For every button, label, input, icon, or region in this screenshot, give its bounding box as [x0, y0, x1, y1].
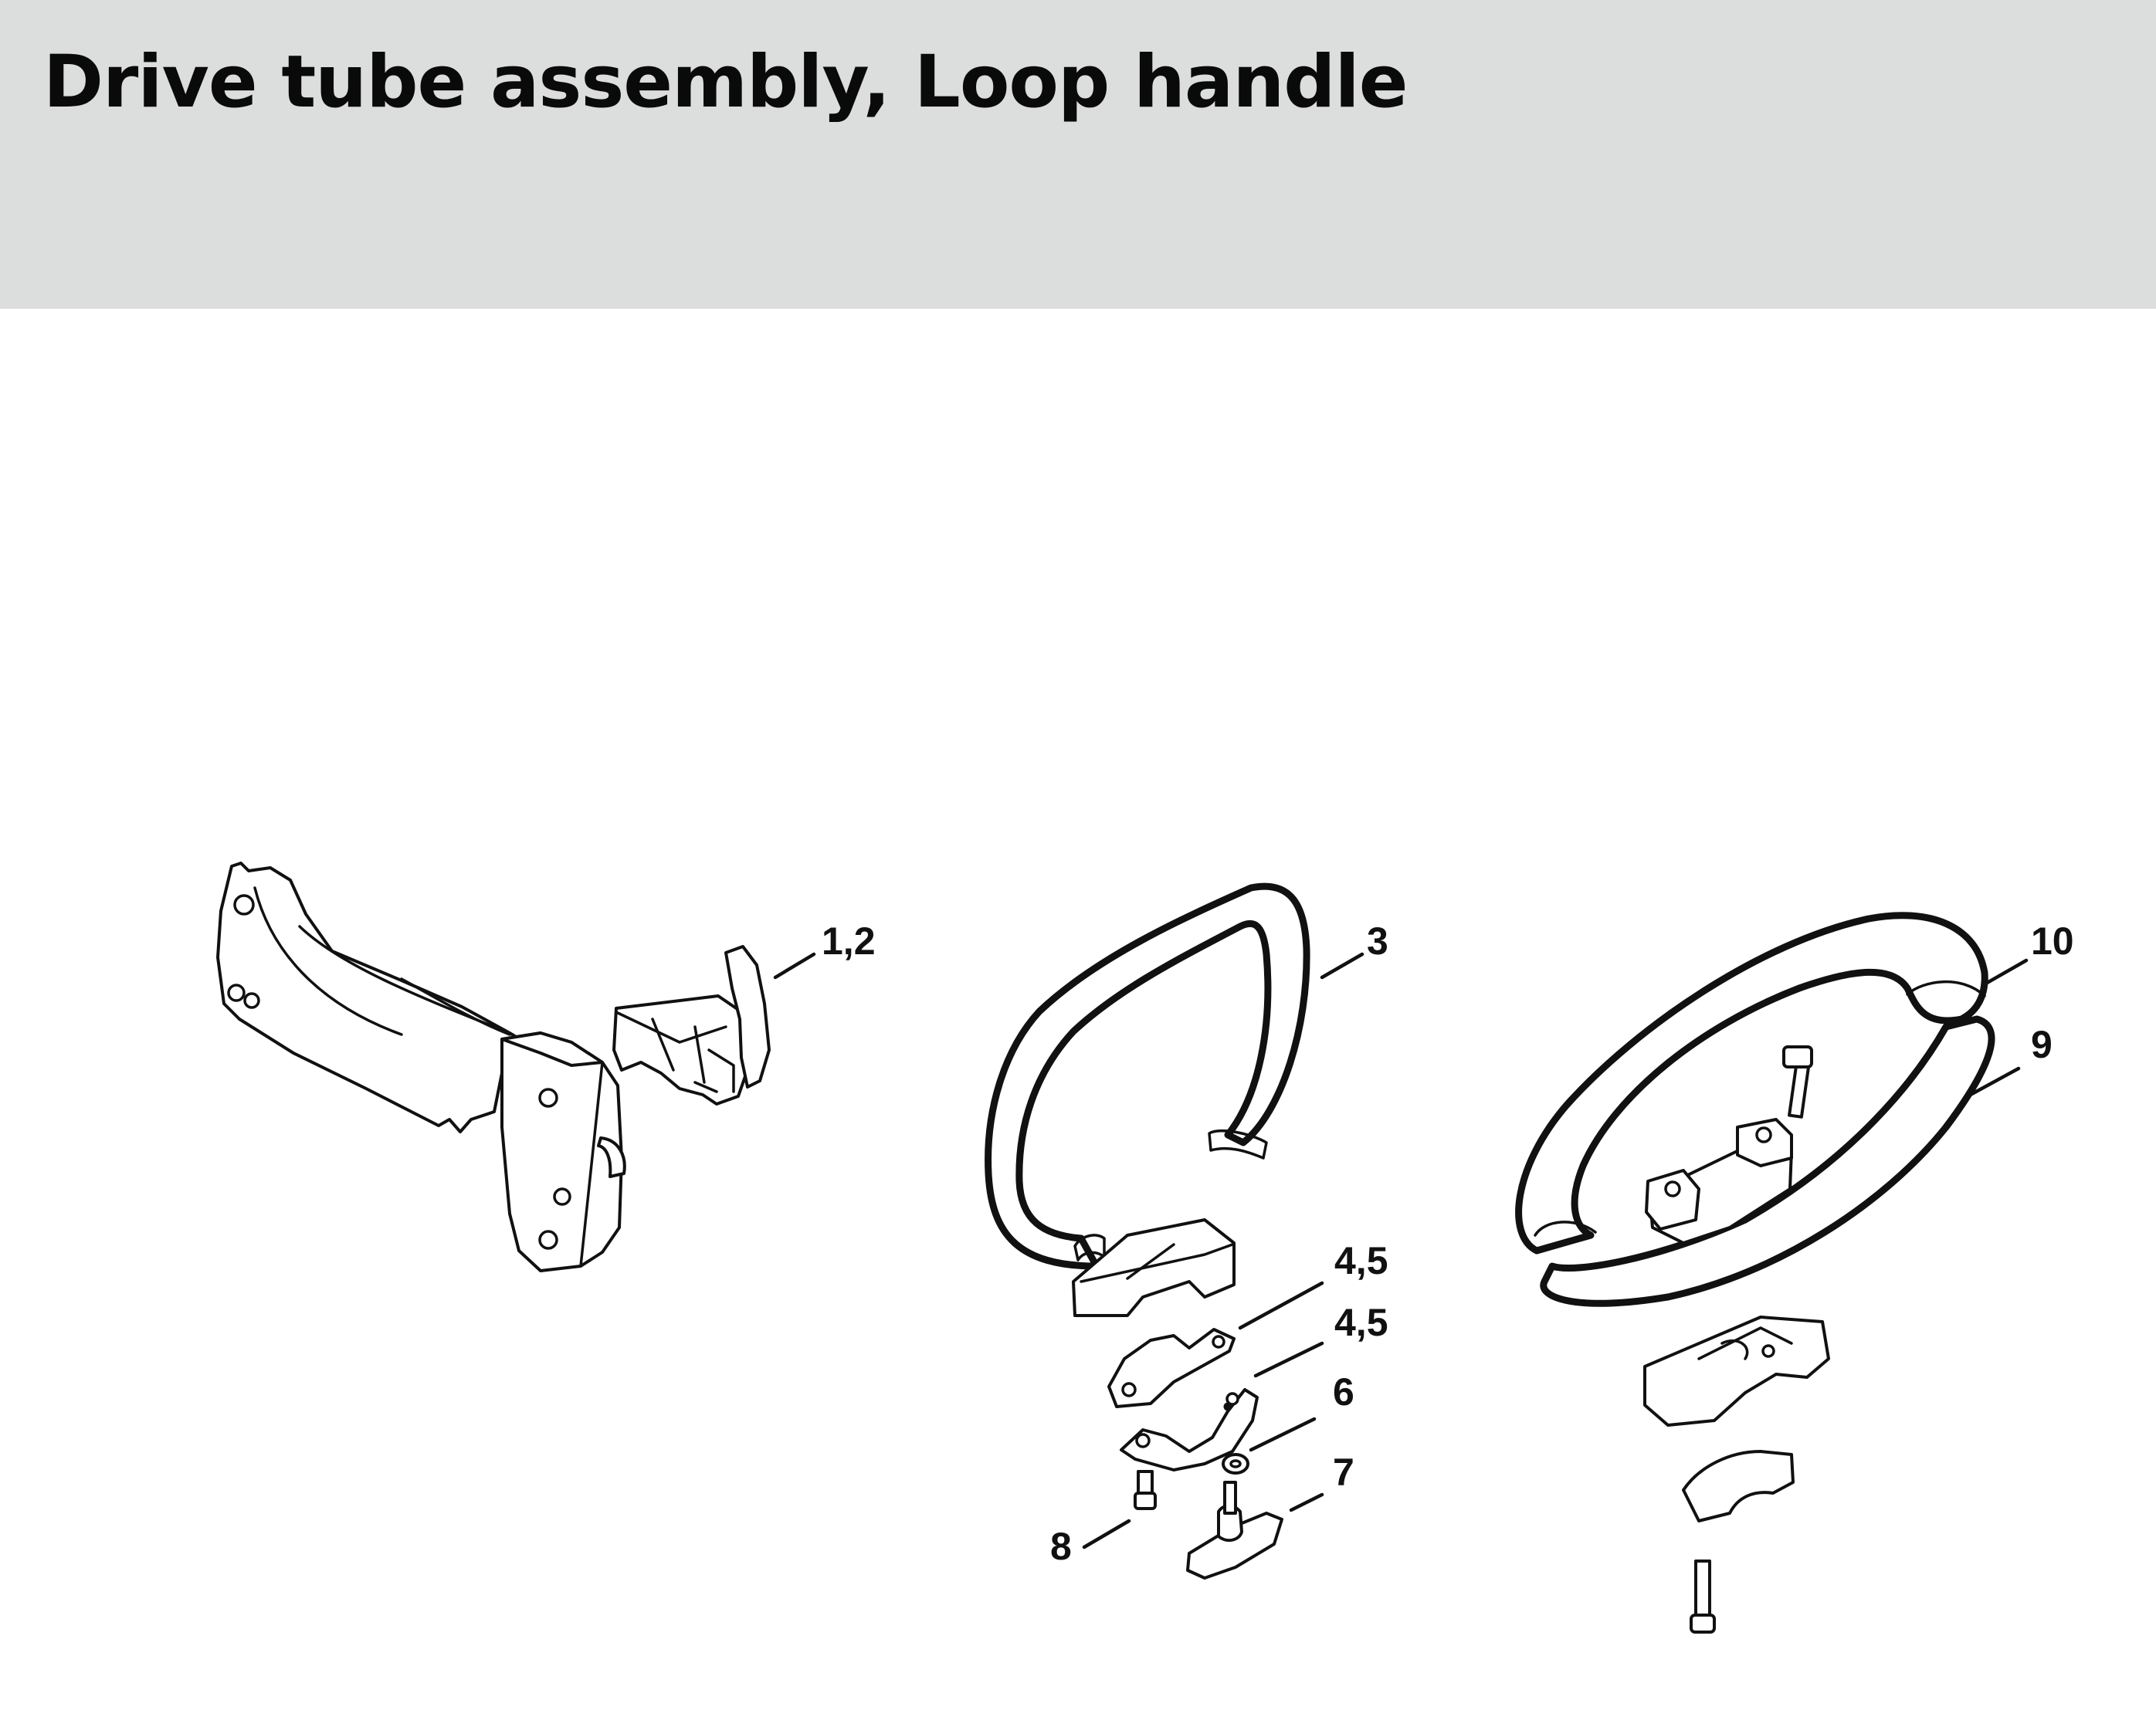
- callout-label: 6: [1333, 1370, 1354, 1414]
- handle-housing: [216, 862, 626, 1272]
- callout-label: 9: [2031, 1023, 2053, 1066]
- clamp-assembly-part-9: [1645, 1045, 1813, 1245]
- header-banner: Drive tube assembly, Loop handle: [0, 0, 2156, 309]
- callout-label: 4,5: [1334, 1301, 1388, 1344]
- loop-handle-part-3: [985, 882, 1310, 1317]
- clamp-bottom-part: [1643, 1316, 1830, 1634]
- callout-label: 10: [2031, 919, 2074, 963]
- clamp-part-1-2: [612, 945, 771, 1106]
- callout-label: 3: [1367, 919, 1388, 963]
- callout-label: 4,5: [1334, 1239, 1388, 1282]
- screw-part-8: [1134, 1470, 1157, 1510]
- page-title: Drive tube assembly, Loop handle: [43, 40, 1409, 124]
- callout-label: 8: [1050, 1525, 1072, 1568]
- callout-label: 1,2: [822, 919, 876, 963]
- wing-nut-part-7: [1186, 1481, 1283, 1580]
- loop-handle-part-10: [1515, 912, 1995, 1307]
- callout-label: 7: [1333, 1451, 1354, 1494]
- washer-part-6: [1222, 1453, 1249, 1475]
- clamp-half-part-4-5-lower: [1120, 1388, 1259, 1471]
- clamp-half-part-4-5-upper: [1107, 1328, 1236, 1408]
